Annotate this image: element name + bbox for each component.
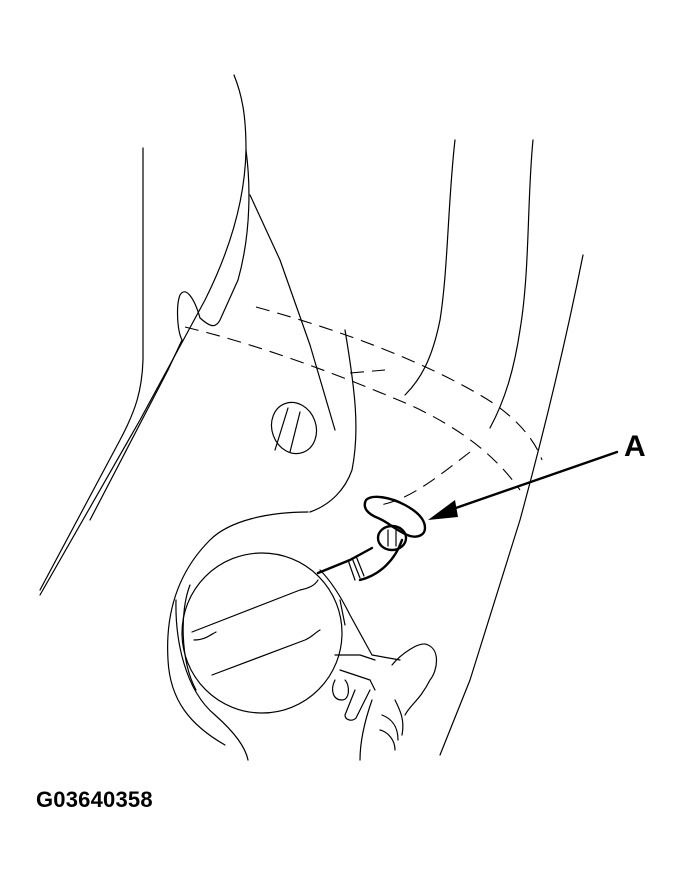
fuel-door-recess <box>167 329 357 761</box>
screw <box>270 401 318 455</box>
release-cable <box>316 538 404 582</box>
fuel-filler-door <box>181 552 343 714</box>
body-panel-outline <box>39 74 584 756</box>
opener-mechanism <box>319 569 438 761</box>
clip-a <box>363 495 427 552</box>
callout-label-a: A <box>624 430 646 463</box>
dashed-trim-band <box>184 306 543 506</box>
figure-id: G03640358 <box>36 787 153 812</box>
callout-arrow-a <box>428 450 619 520</box>
